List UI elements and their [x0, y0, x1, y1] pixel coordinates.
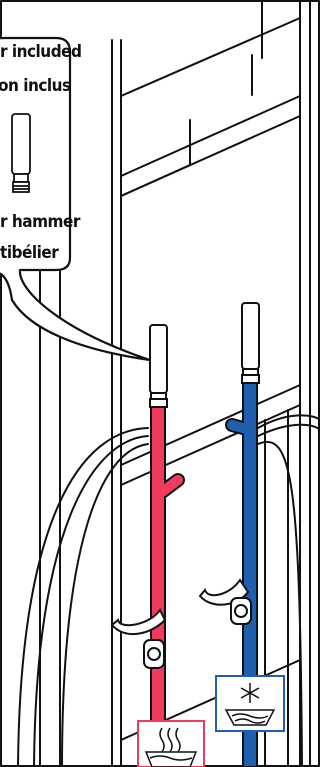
hot-water-hammer-arrestor-icon [149, 324, 168, 408]
hot-supply-hose [17, 427, 149, 767]
callout-water-hammer-arrestor-icon [11, 113, 31, 193]
callout-text-line-3: r hammer [0, 212, 81, 232]
hot-water-symbol-icon [137, 720, 205, 767]
wall-framing [39, 1, 311, 767]
callout-text-line-1: r included [0, 42, 81, 62]
callout-text-line-2: on inclus [0, 76, 71, 96]
cold-supply-hose [257, 414, 320, 767]
cold-shutoff-valve-icon [198, 578, 252, 625]
cold-water-snowflake-icon [215, 675, 285, 732]
cold-water-hammer-arrestor-icon [241, 302, 260, 384]
hot-shutoff-valve-icon [110, 608, 167, 669]
callout-text-line-4: tibélier [0, 243, 59, 263]
callout-bubble: r included on inclus r hammer tibélier [0, 36, 152, 362]
hot-water-pipe [150, 404, 185, 767]
